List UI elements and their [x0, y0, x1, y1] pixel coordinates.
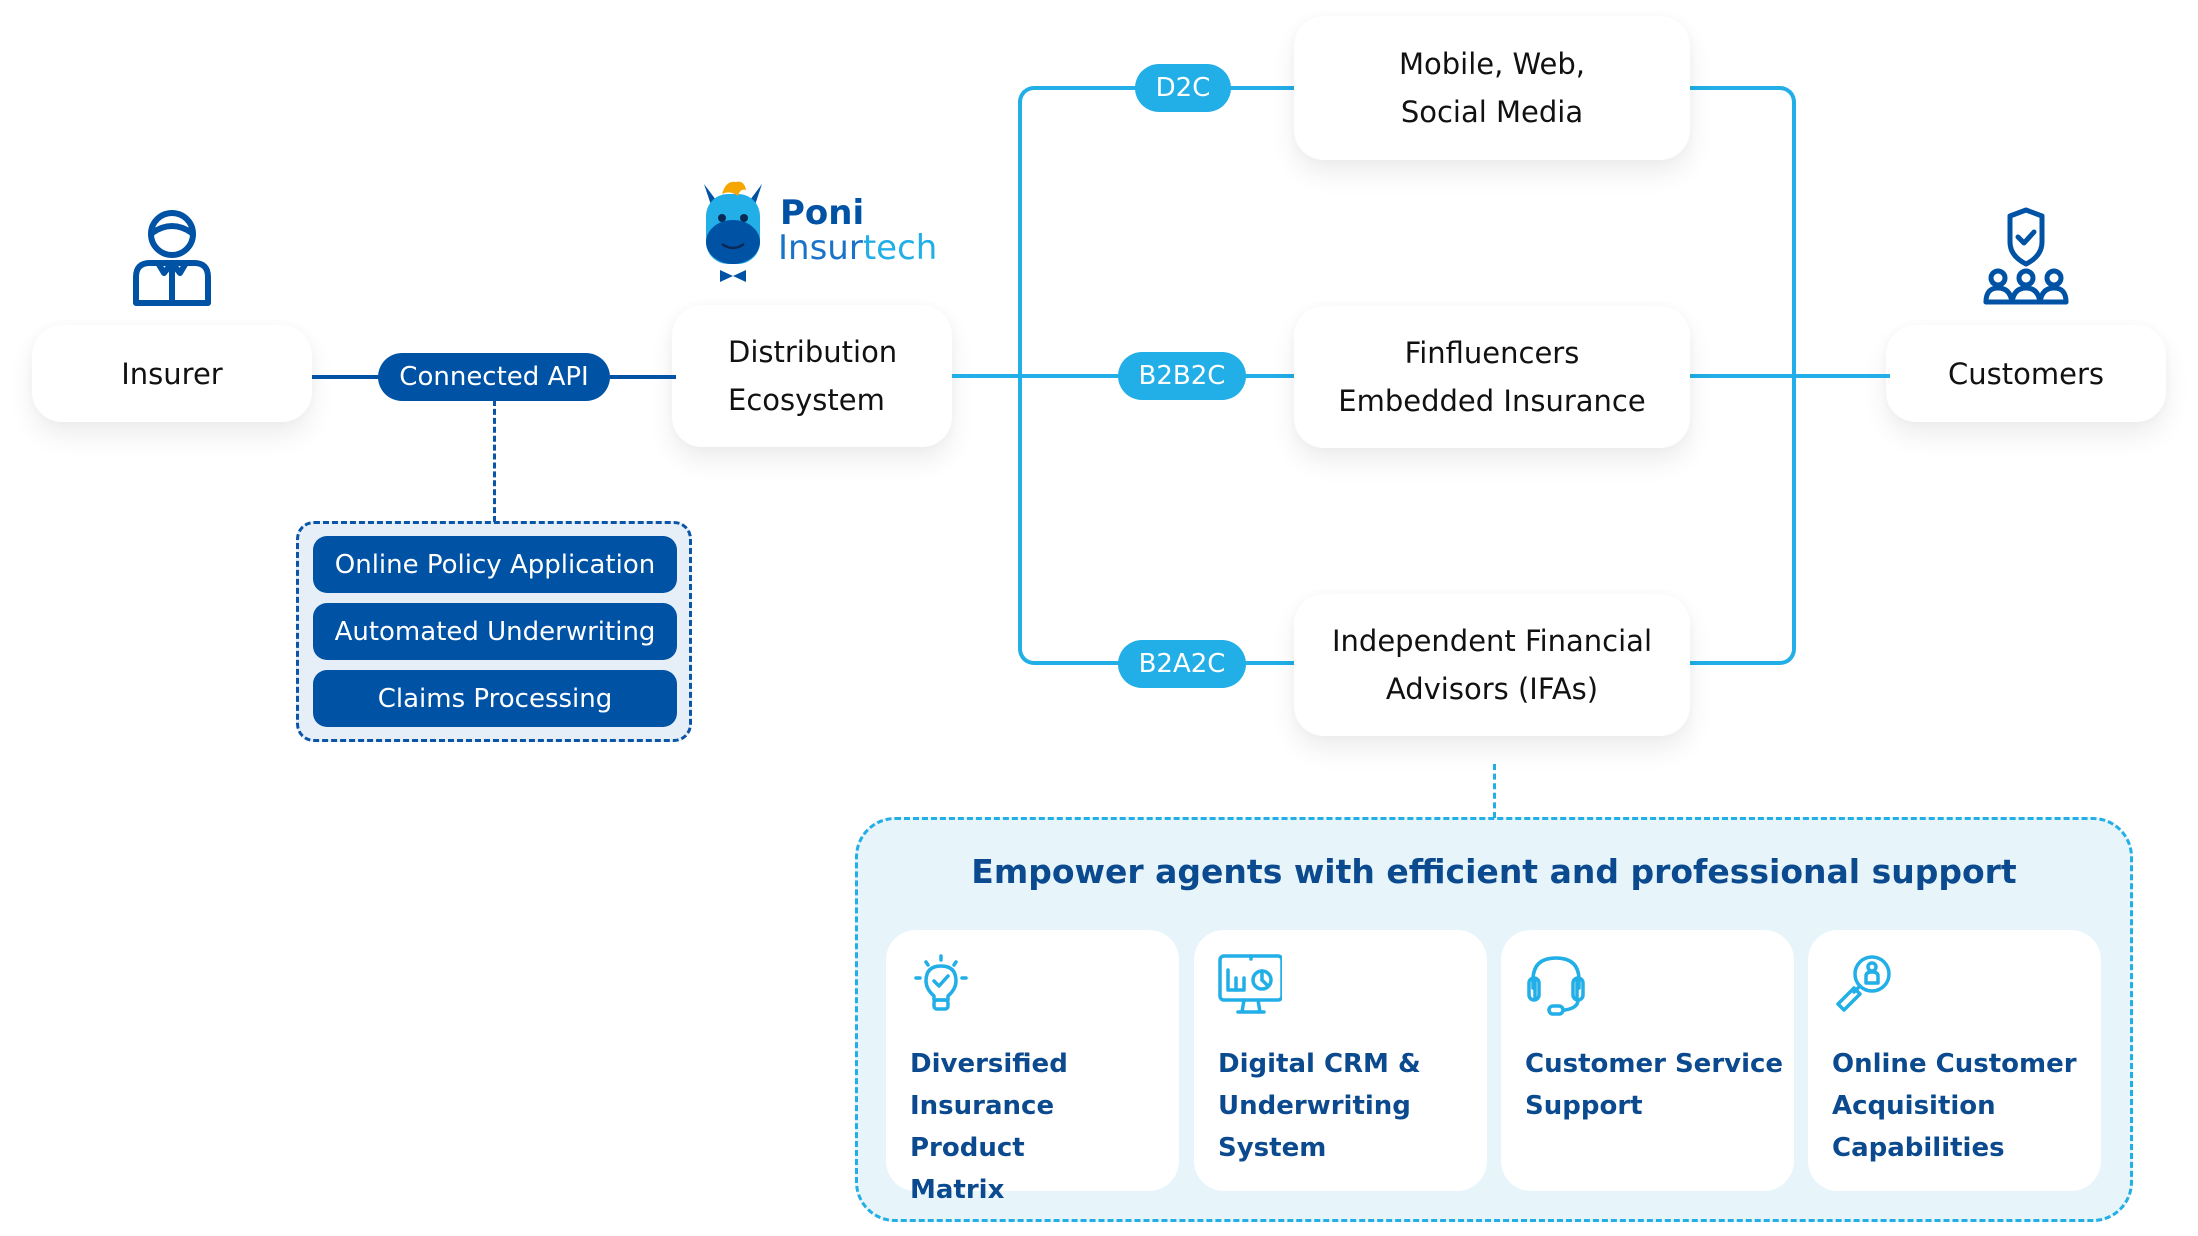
headset-icon	[1527, 956, 1585, 1016]
distribution-ecosystem-node: Distribution Ecosystem	[672, 305, 952, 447]
pony-mascot-icon	[704, 181, 762, 282]
shield-group-icon	[1983, 207, 2069, 305]
api-distribution-line	[606, 375, 676, 379]
channels-left-bracket	[1018, 86, 1138, 665]
customers-node: Customers	[1886, 325, 2166, 422]
connected-api-pill: Connected API	[378, 353, 610, 401]
monitor-chart-icon	[1218, 954, 1282, 1014]
channels-customers-line	[1690, 374, 1890, 378]
customers-label: Customers	[1948, 356, 2104, 391]
service-label: Automated Underwriting	[334, 616, 656, 647]
person-icon	[133, 210, 211, 306]
brand-name-bottom: Insurtech	[778, 228, 938, 268]
poni-insurtech-logo: Poni Insurtech	[700, 178, 937, 288]
magnifier-person-icon	[1836, 955, 1891, 1012]
service-automated-underwriting: Automated Underwriting	[313, 603, 677, 660]
service-online-policy-application: Online Policy Application	[313, 536, 677, 593]
insurer-api-line	[312, 375, 382, 379]
connected-api-label: Connected API	[399, 362, 589, 392]
channel-tag-b2a2c: B2A2C	[1118, 640, 1246, 688]
agent-support-panel: Empower agents with efficient and profes…	[855, 817, 2133, 1222]
insurer-label: Insurer	[121, 356, 223, 391]
channel-tag-d2c: D2C	[1135, 64, 1231, 112]
brand-name-top: Poni	[780, 193, 865, 233]
insurer-node: Insurer	[32, 325, 312, 422]
lightbulb-check-icon	[914, 954, 968, 1011]
distribution-line1: Distribution	[728, 335, 898, 369]
support-title: Empower agents with efficient and profes…	[971, 852, 2017, 891]
channel-tag-b2b2c: B2B2C	[1118, 352, 1246, 400]
api-services-connector	[493, 400, 496, 522]
service-label: Claims Processing	[377, 683, 613, 714]
ifa-support-connector	[1493, 764, 1496, 818]
service-label: Online Policy Application	[334, 549, 656, 580]
channel-node-mobile-web-social: Mobile, Web,Social Media	[1294, 16, 1690, 160]
service-claims-processing: Claims Processing	[313, 670, 677, 727]
api-services-group: Online Policy Application Automated Unde…	[296, 521, 692, 742]
distribution-line2: Ecosystem	[728, 383, 885, 417]
